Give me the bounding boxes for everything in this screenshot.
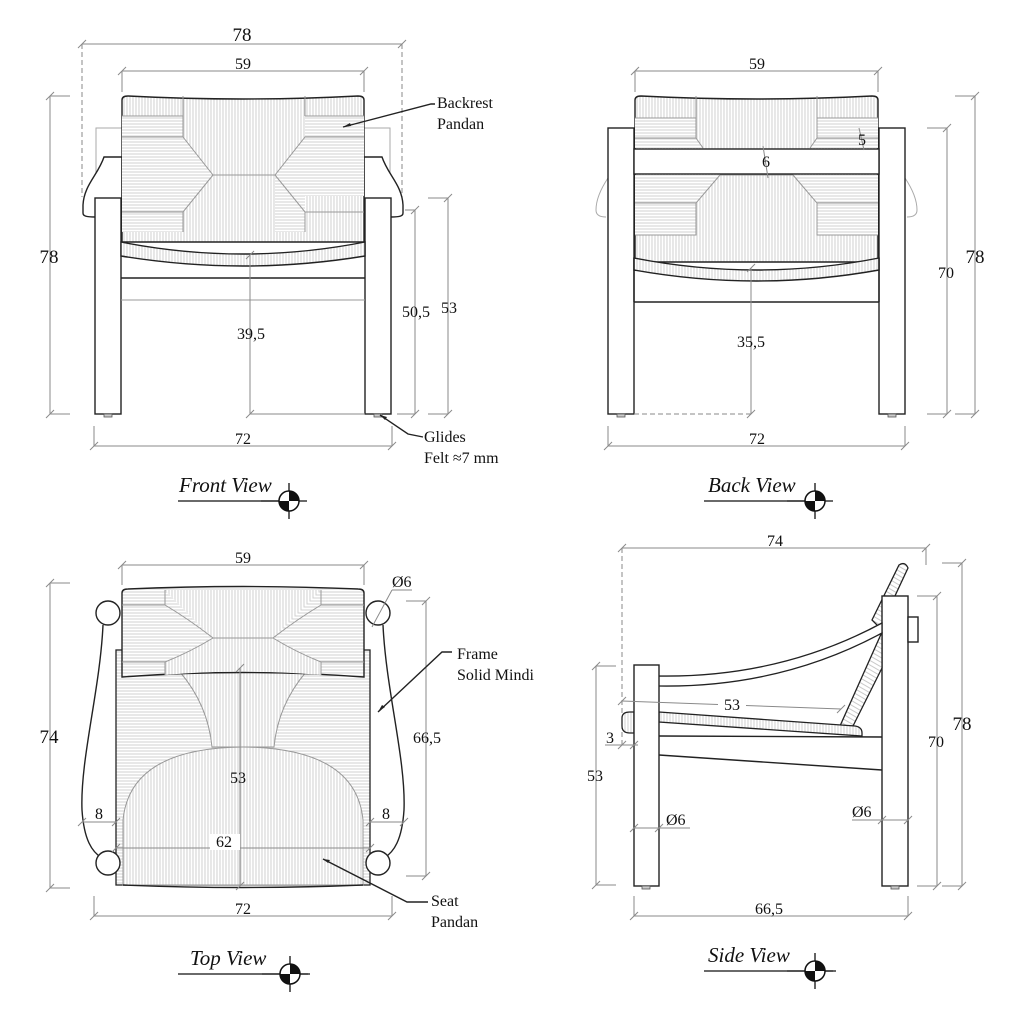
- dim-side-overall-height: 78: [953, 714, 972, 735]
- dim-top-seat-width: 62: [216, 834, 232, 851]
- dim-front-backrest-width: 59: [235, 56, 251, 73]
- dim-back-leg-span: 72: [749, 431, 765, 448]
- callout-frame-1: Frame: [457, 646, 498, 663]
- front-view-title: Front View: [178, 473, 272, 497]
- dim-top-arm-left: 8: [95, 806, 103, 823]
- dim-back-rail-offset: 5: [858, 132, 866, 149]
- callout-frame-2: Solid Mindi: [457, 667, 534, 684]
- dim-side-overall-depth: 74: [767, 533, 783, 550]
- dim-side-leg-span: 66,5: [755, 901, 783, 918]
- dim-back-frame-height: 70: [938, 265, 954, 282]
- dim-side-front-height: 53: [587, 768, 603, 785]
- dim-top-frame-depth: 66,5: [413, 730, 441, 747]
- section-view-marker-icon: [261, 955, 309, 993]
- dim-top-overall-depth: 74: [40, 727, 60, 748]
- callout-glides-1: Glides: [424, 429, 466, 446]
- callout-backrest-1: Backrest: [437, 95, 494, 112]
- dim-back-overall-height: 78: [966, 247, 985, 268]
- dim-back-backrest-width: 59: [749, 56, 765, 73]
- dim-front-overall-height: 78: [40, 247, 59, 268]
- front-view: 78 59 39,5 78: [40, 25, 499, 520]
- top-view: 59 Ø6 53 62 8 8: [40, 550, 534, 993]
- section-view-marker-icon: [786, 952, 834, 990]
- dim-front-arm-height: 50,5: [402, 304, 430, 321]
- dim-front-leg-span: 72: [235, 431, 251, 448]
- dim-top-backrest-width: 59: [235, 550, 251, 567]
- dim-back-seat-height: 35,5: [737, 334, 765, 351]
- top-view-title: Top View: [190, 946, 266, 970]
- dim-top-arm-right: 8: [382, 806, 390, 823]
- dim-back-rail-height: 6: [762, 154, 770, 171]
- dim-side-overhang: 3: [606, 730, 614, 747]
- back-view-title: Back View: [708, 473, 796, 497]
- side-view-title: Side View: [708, 943, 790, 967]
- callout-backrest-2: Pandan: [437, 116, 484, 133]
- dim-side-seat-depth: 53: [724, 697, 740, 714]
- callout-seat-2: Pandan: [431, 914, 478, 931]
- dim-side-leg-diameter-front: Ø6: [666, 812, 686, 829]
- dim-side-leg-diameter-back: Ø6: [852, 804, 872, 821]
- callout-seat-1: Seat: [431, 893, 459, 910]
- dim-front-overall-width: 78: [233, 25, 252, 46]
- dim-front-seat-height: 39,5: [237, 326, 265, 343]
- dim-side-frame-height: 70: [928, 734, 944, 751]
- callout-glides-2: Felt ≈7 mm: [424, 450, 499, 467]
- side-view: 74 53 3 53 Ø6: [587, 533, 972, 990]
- dim-top-post-diameter: Ø6: [392, 574, 412, 591]
- back-view: 59 5 6 35,5 70: [595, 56, 985, 520]
- dim-top-overall-width: 72: [235, 901, 251, 918]
- dim-top-seat-depth: 53: [230, 770, 246, 787]
- dim-front-arm-top-height: 53: [441, 300, 457, 317]
